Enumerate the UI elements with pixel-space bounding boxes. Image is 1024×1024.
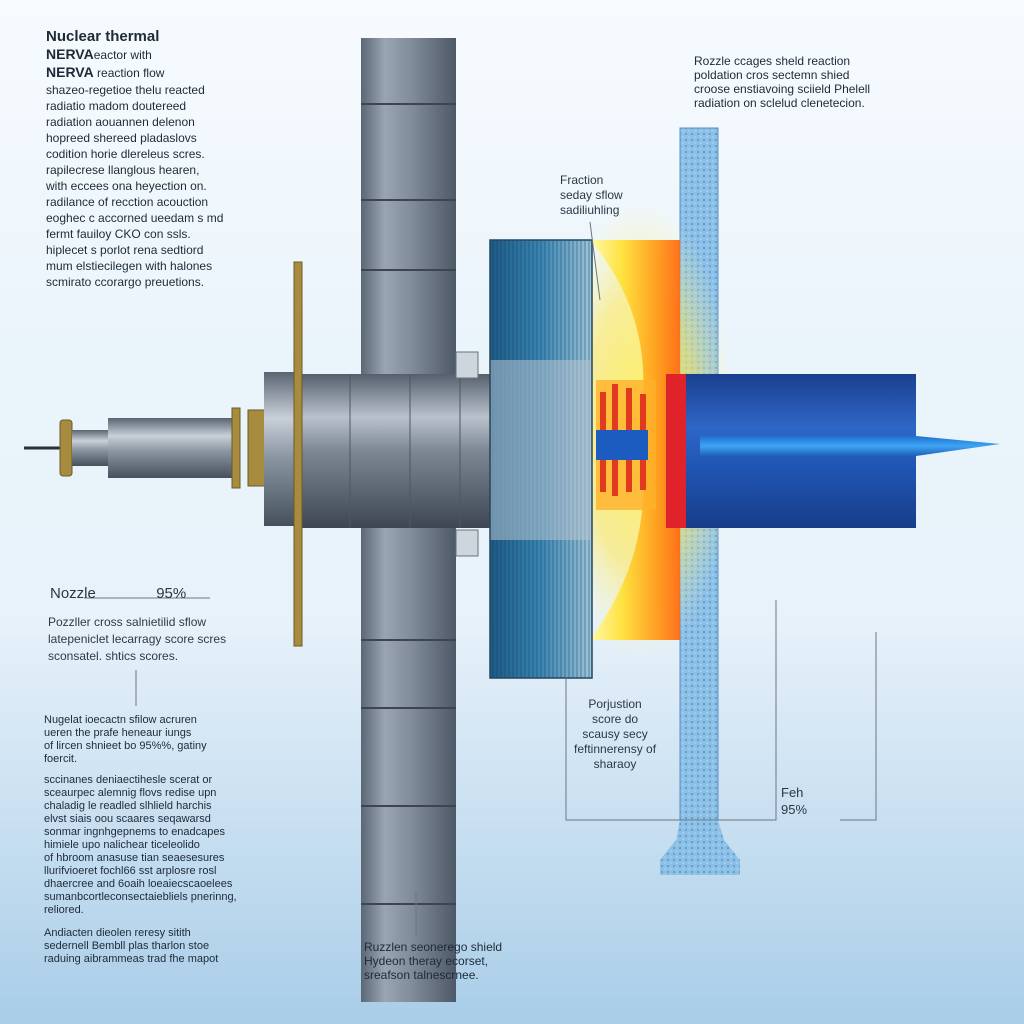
nozzle-description: Pozzller cross salnietilid sflow latepen… bbox=[48, 614, 226, 665]
note-line: himiele upo nalichear ticeleolido bbox=[44, 839, 200, 851]
title-line-3-rest: reaction flow bbox=[93, 66, 165, 80]
note-line: sonmar ingnhgepnems to enadcapes bbox=[44, 826, 226, 838]
title-line-2: NERVAeactor with bbox=[46, 46, 223, 64]
portion-line: sharaoy bbox=[593, 757, 637, 771]
feh-label: Feh bbox=[781, 785, 804, 800]
note-line: llurifvioeret fochl66 sst arplosre rosl bbox=[44, 865, 217, 877]
input-shaft bbox=[24, 372, 294, 526]
title-text: scmirato ccorargo preuetions. bbox=[46, 275, 205, 289]
exhaust-nozzle bbox=[666, 374, 1000, 528]
portion-line: scausy secy bbox=[582, 727, 648, 741]
title-text: fermt fauiloy CKO con ssls. bbox=[46, 227, 191, 241]
feh-callout: Feh 95% bbox=[781, 784, 807, 818]
title-block: Nuclear thermal NERVAeactor with NERVA r… bbox=[46, 28, 223, 290]
title-text: rapilecrese llanglous hearen, bbox=[46, 163, 200, 177]
title-text: shazeo-regetioe thelu reacted bbox=[46, 83, 205, 97]
bottom-callout-line: Hydeon theray ecorset, bbox=[364, 954, 489, 968]
nozzle-label: Nozzle bbox=[50, 585, 96, 602]
shield-callout: Rozzle ccages sheld reaction poldation c… bbox=[694, 54, 870, 110]
lower-left-notes: Nugelat ioecactn sfilow acruren ueren th… bbox=[44, 714, 237, 917]
note-line: of hbroom anasuse tian seaesesures bbox=[44, 852, 225, 864]
bottom-callout-line: sreafson talnescrnee. bbox=[364, 968, 479, 982]
fraction-line: Fraction bbox=[560, 173, 604, 187]
feh-value: 95% bbox=[781, 802, 808, 817]
nozzle-value: 95% bbox=[156, 585, 187, 602]
note-line: Andiacten dieolen reresy sitith bbox=[44, 927, 191, 939]
turbine-stack bbox=[489, 239, 593, 679]
shield-callout-line: radiation on sclelud clenetecion. bbox=[694, 96, 865, 110]
title-text: codition horie dlereleus scres. bbox=[46, 147, 205, 161]
fraction-line: sadiliuhling bbox=[560, 203, 620, 217]
title-line-2-rest: eactor with bbox=[93, 48, 152, 62]
portion-line: feftinnerensy of bbox=[574, 742, 657, 756]
reactor-core-housing bbox=[293, 261, 490, 647]
shield-callout-line: croose enstiavoing sciield Phelell bbox=[694, 82, 871, 96]
note-line: elvst siais oou scaares seqawarsd bbox=[44, 813, 211, 825]
note-line: raduing aibrammeas trad fhe mapot bbox=[44, 953, 219, 965]
title-text: eoghec c accorned ueedam s md bbox=[46, 211, 224, 225]
note-line: sceaurpec alemnig flovs redise upn bbox=[44, 787, 217, 799]
title-line-2-bold: NERVA bbox=[46, 46, 94, 62]
note-line: of lircen shnieet bo 95%%, gatiny bbox=[44, 740, 207, 752]
title-line-3: NERVA reaction flow bbox=[46, 64, 223, 82]
note-line: sccinanes deniaectihesle scerat or bbox=[44, 774, 213, 786]
note-line: dhaercree and 6oaih loeaiecscaoelees bbox=[44, 878, 233, 890]
bottom-callout-line: Ruzzlen seonerego shield bbox=[364, 940, 503, 954]
note-line: chaladig le readled slhlield harchis bbox=[44, 800, 212, 812]
nozzle-desc-line: latepeniclet lecarragy score scres bbox=[48, 632, 227, 646]
callout-lines bbox=[84, 221, 877, 936]
note-line: foercit. bbox=[44, 753, 78, 765]
title-text: radiation aouannen delenon bbox=[46, 115, 195, 129]
nozzle-heading: Nozzle 95% bbox=[50, 585, 186, 603]
fuel-elements bbox=[596, 380, 656, 510]
title-text: hopreed shereed pladaslovs bbox=[46, 131, 197, 145]
note-line: reliored. bbox=[44, 904, 84, 916]
nozzle-desc-line: Pozzller cross salnietilid sflow bbox=[48, 615, 207, 629]
title-text: with eccees ona heyection on. bbox=[46, 179, 207, 193]
note-line: sedernell Bembll plas tharlon stoe bbox=[44, 940, 210, 952]
portion-callout: Porjustion score do scausy secy feftinne… bbox=[574, 697, 656, 772]
portion-line: score do bbox=[592, 712, 639, 726]
title-text: radiatio madom doutereed bbox=[46, 99, 187, 113]
title-line-3-bold: NERVA bbox=[46, 64, 94, 80]
portion-line: Porjustion bbox=[588, 697, 642, 711]
shield-callout-line: Rozzle ccages sheld reaction bbox=[694, 54, 851, 68]
bottom-left-notes: Andiacten dieolen reresy sitith sedernel… bbox=[44, 927, 218, 966]
title-text: radilance of recction acouction bbox=[46, 195, 209, 209]
nozzle-desc-line: sconsatel. shtics scores. bbox=[48, 649, 179, 663]
title-text: hiplecet s porlot rena sedtiord bbox=[46, 243, 204, 257]
fraction-callout: Fraction seday sflow sadiliuhling bbox=[560, 173, 623, 218]
fraction-line: seday sflow bbox=[560, 188, 623, 202]
bottom-center-callout: Ruzzlen seonerego shield Hydeon theray e… bbox=[364, 940, 502, 982]
title-text: mum elstiecilegen with halones bbox=[46, 259, 213, 273]
note-line: ueren the prafe heneaur iungs bbox=[44, 727, 192, 739]
shield-callout-line: poldation cros sectemn shied bbox=[694, 68, 850, 82]
title-line-1: Nuclear thermal bbox=[46, 28, 160, 45]
note-line: sumanbcortleconsectaiebliels pnerinng, bbox=[44, 891, 237, 903]
note-line: Nugelat ioecactn sfilow acruren bbox=[44, 714, 197, 726]
